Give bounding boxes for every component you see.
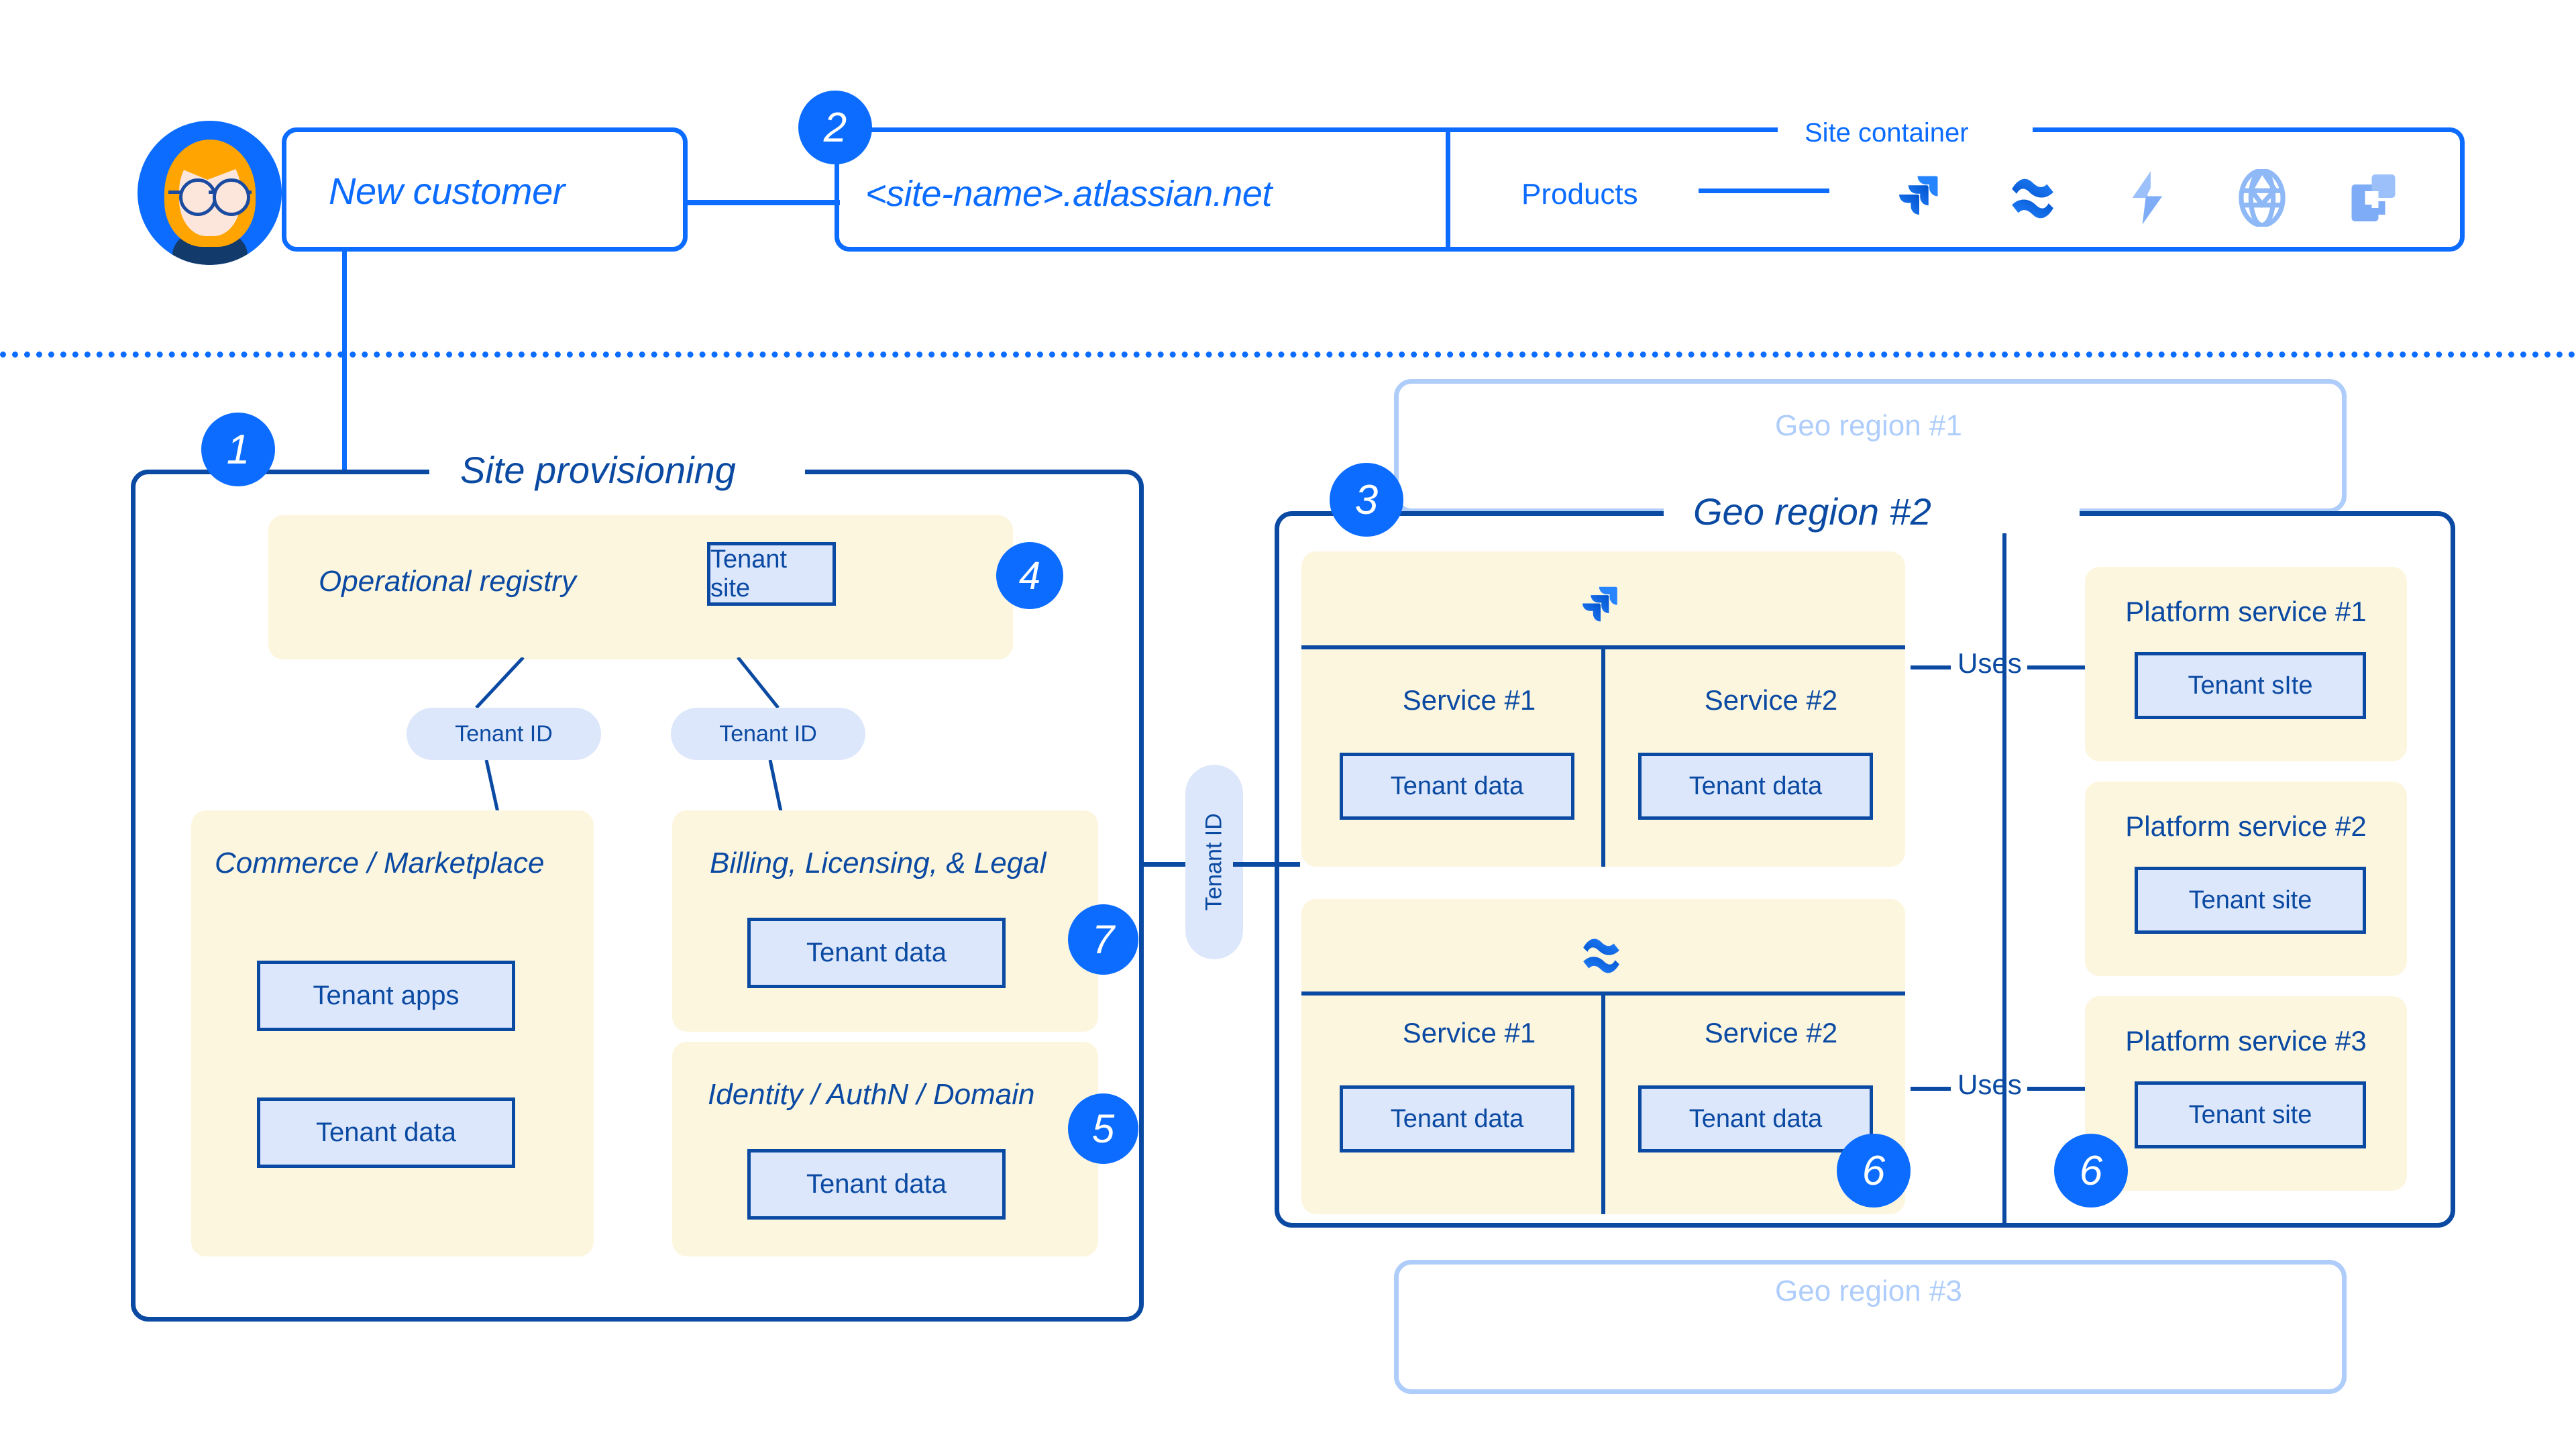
billing-licensing-legal-title: Billing, Licensing, & Legal	[710, 847, 1046, 879]
uses-label-top: Uses	[1957, 647, 2022, 679]
confluence-icon	[1578, 934, 1625, 978]
tenant-data-label: Tenant data	[806, 1169, 947, 1199]
jira-service-1-data-box: Tenant data	[1340, 753, 1574, 820]
geo-region-3-frame	[1394, 1260, 2347, 1394]
badge-1: 1	[201, 413, 275, 486]
products-connector	[1699, 189, 1829, 193]
confluence-service-2-label: Service #2	[1704, 1017, 1838, 1049]
geo-region-2-title: Geo region #2	[1693, 490, 1931, 533]
bitbucket-icon	[2348, 171, 2399, 225]
tenant-site-label: Tenant site	[2188, 885, 2312, 914]
geo-region-2-title-cover	[1664, 498, 2080, 526]
jira-icon	[1892, 171, 1946, 225]
identity-authn-domain-title: Identity / AuthN / Domain	[708, 1078, 1035, 1111]
platform-service-1-title: Platform service #1	[2125, 596, 2367, 627]
commerce-marketplace-title: Commerce / Marketplace	[215, 847, 545, 879]
tenant-site-label: Tenant sIte	[2188, 671, 2313, 700]
platform-service-3-box: Tenant site	[2135, 1081, 2366, 1148]
operational-registry-tenant-site-box: Tenant site	[707, 542, 836, 606]
bridge-line-left	[1144, 862, 1197, 867]
confluence-service-2-data-box: Tenant data	[1638, 1085, 1873, 1152]
environment-divider	[0, 352, 2576, 358]
uses-bottom-right-line	[2027, 1087, 2101, 1091]
badge-7: 7	[1068, 904, 1138, 975]
badge-6-b: 6	[2054, 1134, 2128, 1208]
jira-service-2-label: Service #2	[1704, 684, 1838, 716]
jira-icon	[1576, 582, 1625, 631]
geo-region-1-label: Geo region #1	[1775, 409, 1962, 442]
tenant-site-label: Tenant site	[2188, 1100, 2312, 1129]
identity-tenant-data-box: Tenant data	[747, 1149, 1006, 1220]
bridge-line-right	[1233, 862, 1300, 867]
operational-registry-panel	[268, 515, 1013, 659]
platform-service-1-box: Tenant sIte	[2135, 652, 2366, 719]
confluence-service-1-label: Service #1	[1402, 1017, 1536, 1049]
site-container-divider	[1446, 127, 1450, 252]
tenant-data-label: Tenant data	[315, 1118, 457, 1147]
tenant-data-label: Tenant data	[806, 938, 947, 967]
tenant-site-label: Tenant site	[710, 545, 788, 602]
connector-site-name-stem	[835, 200, 840, 205]
jira-group-vrule	[1601, 645, 1605, 867]
site-name-label: <site-name>.atlassian.net	[865, 174, 1272, 214]
tenant-data-label: Tenant data	[1390, 1104, 1524, 1133]
badge-4: 4	[996, 542, 1063, 609]
commerce-tenant-apps-box: Tenant apps	[257, 961, 515, 1031]
jira-service-management-icon	[2123, 170, 2171, 226]
confluence-group-vrule	[1601, 991, 1605, 1214]
tenant-apps-label: Tenant apps	[313, 981, 460, 1010]
badge-2: 2	[798, 91, 872, 164]
tenant-id-left-label: Tenant ID	[455, 720, 553, 747]
confluence-service-1-data-box: Tenant data	[1340, 1085, 1574, 1152]
jira-service-2-data-box: Tenant data	[1638, 753, 1873, 820]
connector-customer-to-provisioning	[342, 250, 347, 474]
tenant-data-label: Tenant data	[1688, 771, 1823, 800]
site-provisioning-title-cover	[429, 456, 805, 484]
uses-label-bottom: Uses	[1957, 1069, 2022, 1100]
site-container-label: Site container	[1805, 118, 1969, 148]
site-container-box	[835, 127, 2465, 252]
badge-6-a: 6	[1837, 1134, 1911, 1208]
uses-top-left-stub	[1911, 665, 1951, 669]
tenant-data-label: Tenant data	[1390, 771, 1524, 800]
platform-service-2-title: Platform service #2	[2125, 810, 2367, 842]
commerce-tenant-data-box: Tenant data	[257, 1097, 515, 1168]
platform-service-2-box: Tenant site	[2135, 867, 2366, 934]
connector-customer-to-site	[684, 200, 839, 205]
badge-3: 3	[1330, 463, 1403, 537]
operational-registry-title: Operational registry	[319, 565, 576, 598]
commerce-marketplace-panel	[191, 810, 594, 1256]
tenant-id-bridge-label: Tenant ID	[1201, 813, 1227, 911]
new-customer-label: New customer	[329, 170, 565, 212]
site-provisioning-title: Site provisioning	[460, 449, 736, 491]
registry-to-tenant-id-connectors	[475, 657, 780, 709]
products-label: Products	[1521, 178, 1638, 211]
uses-bottom-left-stub	[1911, 1087, 1951, 1091]
billing-tenant-data-box: Tenant data	[747, 918, 1006, 988]
tenant-id-pill-left: Tenant ID	[407, 708, 601, 760]
confluence-icon	[2006, 173, 2059, 224]
geo-region-3-label: Geo region #3	[1775, 1275, 1962, 1307]
new-customer-box	[282, 127, 688, 252]
tenant-data-label: Tenant data	[1688, 1104, 1823, 1133]
geo-region-2-inner-divider	[2002, 533, 2006, 1228]
compass-icon	[2234, 166, 2290, 228]
badge-5: 5	[1068, 1093, 1138, 1164]
platform-service-3-title: Platform service #3	[2125, 1025, 2367, 1057]
jira-service-1-label: Service #1	[1402, 684, 1536, 716]
tenant-id-pill-right: Tenant ID	[671, 708, 865, 760]
site-container-title-cover	[1778, 115, 2033, 142]
uses-top-right-line	[2027, 665, 2101, 669]
customer-avatar	[138, 121, 282, 265]
tenant-id-right-label: Tenant ID	[719, 720, 817, 747]
